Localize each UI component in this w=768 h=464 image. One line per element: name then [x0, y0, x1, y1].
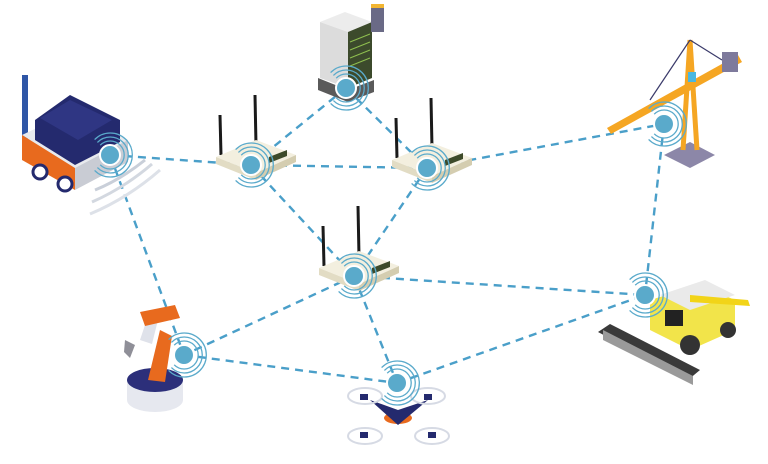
signal-ring — [386, 368, 412, 398]
signal-ring — [330, 65, 369, 111]
signal-ring — [173, 340, 199, 370]
network-link — [643, 123, 666, 296]
server-rack-icon — [318, 4, 384, 102]
signal-ring — [168, 332, 207, 378]
node-router-right[interactable] — [411, 145, 450, 191]
signal-ring — [237, 146, 270, 184]
node-drone[interactable] — [381, 360, 420, 406]
signal-ring — [99, 140, 125, 170]
network-link — [352, 275, 399, 384]
node-delivery-robot[interactable] — [94, 132, 133, 178]
signal-ring — [96, 136, 129, 174]
combine-harvester-icon — [598, 280, 750, 385]
network-link — [353, 274, 646, 297]
signal-ring — [634, 280, 660, 310]
signal-ring — [631, 276, 664, 314]
signal-ring — [332, 69, 365, 107]
node-router-left[interactable] — [235, 142, 274, 188]
signal-ring — [240, 150, 266, 180]
signal-ring — [648, 101, 687, 147]
network-link — [183, 353, 398, 385]
signal-ring — [335, 73, 361, 103]
tower-crane-icon — [607, 39, 742, 168]
network-link — [345, 87, 428, 169]
signal-ring — [629, 272, 668, 318]
drone-icon — [347, 387, 450, 445]
robot-arm-icon — [124, 305, 183, 412]
signal-ring — [381, 360, 420, 406]
signal-ring — [338, 253, 377, 299]
signal-ring — [343, 261, 369, 291]
signal-ring — [170, 336, 203, 374]
node-crane[interactable] — [648, 101, 687, 147]
node-robot-arm[interactable] — [168, 332, 207, 378]
signal-ring — [235, 142, 274, 188]
node-server[interactable] — [330, 65, 369, 111]
node-router-center[interactable] — [338, 253, 377, 299]
network-link — [396, 293, 646, 385]
signal-ring — [653, 109, 679, 139]
signal-ring — [416, 153, 442, 183]
signal-ring — [94, 132, 133, 178]
signal-ring — [413, 149, 446, 187]
signal-ring — [340, 257, 373, 295]
network-link — [250, 164, 355, 277]
node-harvester[interactable] — [629, 272, 668, 318]
signal-ring — [383, 364, 416, 402]
delivery-robot-icon — [22, 75, 161, 216]
signal-ring — [411, 145, 450, 191]
network-link — [108, 154, 186, 356]
network-link — [426, 122, 665, 170]
network-link — [183, 274, 355, 357]
signal-ring — [650, 105, 683, 143]
